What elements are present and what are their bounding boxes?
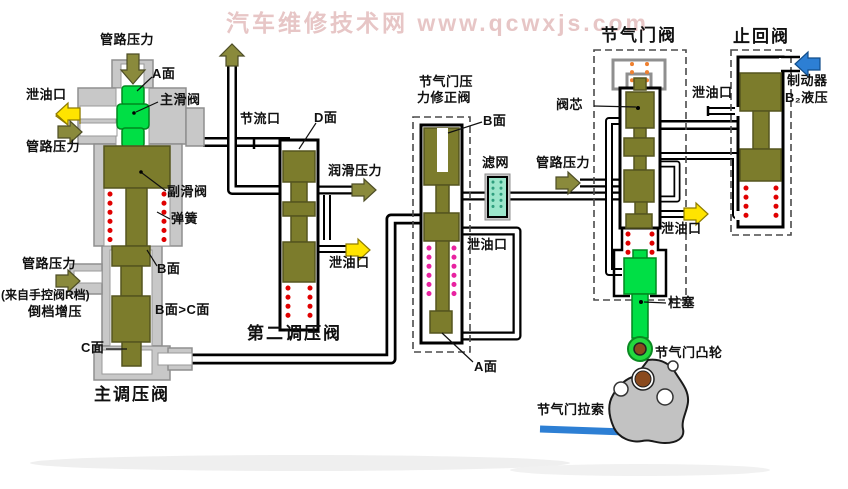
label-a-face-corr: A面 (474, 359, 498, 374)
arrow-drain-right-icon (683, 201, 709, 227)
throttle-correction-valve (412, 116, 471, 353)
oil-filter (484, 173, 511, 221)
arrow-line-pressure-right-icon (55, 268, 81, 294)
label-drain-main-left: 泄油口 (26, 87, 67, 102)
title-correction-line1: 节气门压 (419, 74, 474, 89)
label-drain-corr: 泄油口 (467, 237, 508, 252)
label-brake-b2-line2: B₂液压 (785, 90, 829, 105)
label-plunger: 柱塞 (668, 295, 696, 310)
flow-arrows (55, 43, 821, 294)
label-brake-b2-line1: 制动器 (787, 73, 828, 88)
sub-spool-shape (103, 145, 171, 367)
label-drain-second: 泄油口 (329, 255, 370, 270)
main-regulator-valve (69, 59, 205, 381)
label-spring: 弹簧 (171, 211, 199, 226)
label-throttle-cable: 节气门拉索 (537, 402, 605, 417)
cam-roller (633, 342, 647, 356)
label-b-gt-c: B面>C面 (155, 302, 210, 317)
label-valve-core: 阀芯 (556, 97, 584, 112)
main-spool-shape (116, 85, 150, 148)
title-main-regulator: 主调压阀 (94, 385, 170, 404)
label-line-pressure-mid: 管路压力 (536, 155, 591, 170)
throttle-spool-shape (623, 77, 655, 229)
arrow-line-pressure-down-icon (119, 53, 147, 85)
label-reverse-boost: 倒档增压 (28, 304, 83, 319)
label-b-face-corr: B面 (483, 113, 507, 128)
arrow-drain-left-icon (55, 101, 81, 127)
title-throttle-valve: 节气门阀 (601, 26, 677, 45)
arrow-converter-up-icon (218, 43, 246, 67)
label-sub-spool: 副滑阀 (167, 184, 208, 199)
label-throttle-cam: 节气门凸轮 (655, 345, 723, 360)
throttle-cup (611, 58, 667, 91)
arrow-lube-right-icon (351, 177, 377, 203)
title-correction-line2: 力修正阀 (417, 90, 472, 105)
label-line-pressure-top: 管路压力 (100, 32, 155, 47)
throttle-valve (593, 49, 687, 362)
label-lube-pressure: 润滑压力 (328, 163, 383, 178)
arrow-line-pressure-right-icon (555, 170, 581, 196)
label-from-manual-r: (来自手控阀R档) (1, 288, 90, 302)
arrow-brake-b2-left-icon (794, 50, 821, 78)
label-line-pressure-left: 管路压力 (26, 139, 81, 154)
label-b-face-main: B面 (157, 261, 181, 276)
label-c-face: C面 (81, 340, 105, 355)
label-main-spool: 主滑阀 (160, 92, 201, 107)
throttle-cam-shape (539, 358, 690, 445)
arrow-line-pressure-right-icon (57, 119, 83, 145)
title-second-regulator: 第二调压阀 (247, 324, 342, 343)
label-a-face-main: A面 (152, 66, 176, 81)
label-orifice: 节流口 (240, 111, 281, 126)
label-drain-throttle: 泄油口 (661, 221, 702, 236)
title-check-valve: 止回阀 (733, 27, 790, 46)
label-filter: 滤网 (482, 155, 510, 170)
callout-lines (106, 76, 667, 363)
check-valve (730, 49, 800, 236)
label-line-pressure-r: 管路压力 (22, 256, 77, 271)
arrow-drain-right-icon (345, 237, 371, 263)
second-regulator-valve (278, 138, 320, 332)
plunger-shape (623, 249, 657, 362)
label-drain-check-left: 泄油口 (692, 85, 733, 100)
label-d-face: D面 (314, 110, 338, 125)
background-smudge (30, 455, 770, 476)
watermark: 汽车维修技术网 www.qcwxjs.com (226, 10, 649, 36)
